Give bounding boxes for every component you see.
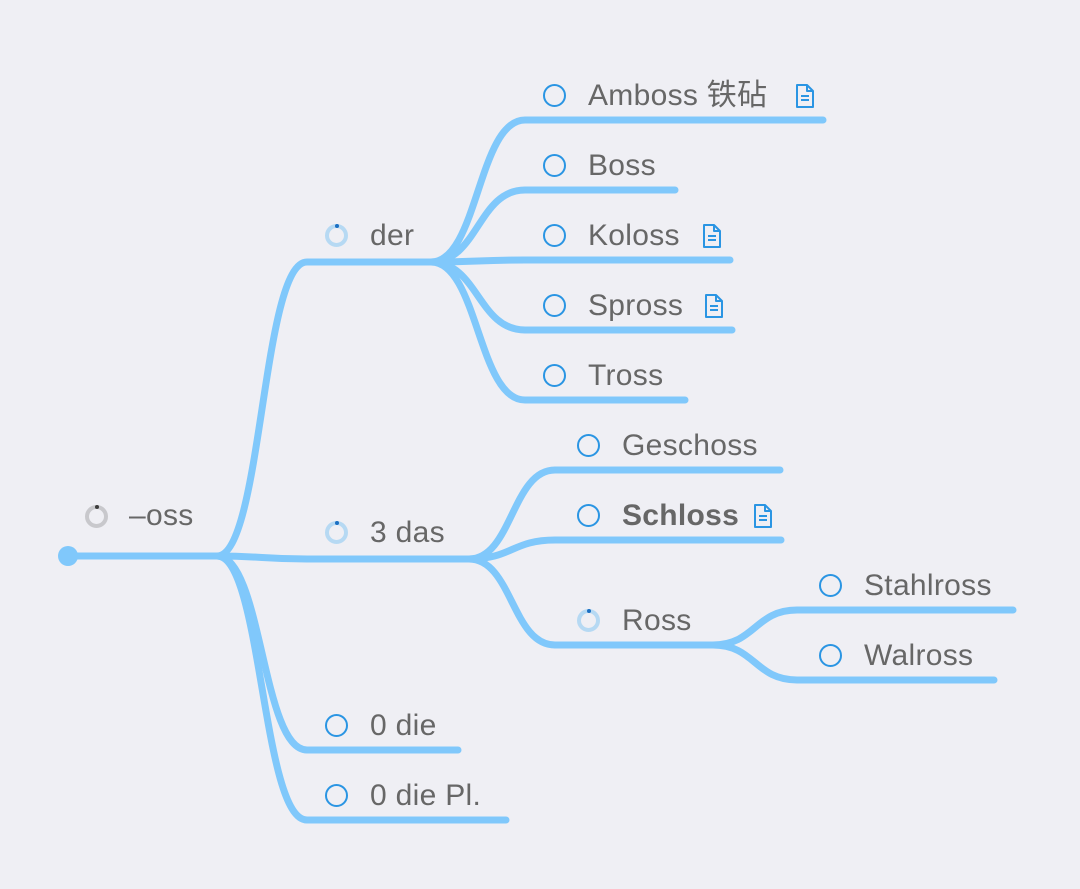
branch-die-pl (213, 552, 510, 824)
circle-icon[interactable] (325, 784, 348, 807)
node-die-label[interactable]: 0 die (370, 709, 437, 742)
node-der-label[interactable]: der (370, 219, 415, 252)
node-geschoss-label[interactable]: Geschoss (622, 429, 758, 462)
circle-icon[interactable] (819, 644, 842, 667)
branch-ross (465, 555, 717, 649)
branch-schloss (465, 536, 785, 563)
node-das-label[interactable]: 3 das (370, 516, 445, 549)
node-schloss-label[interactable]: Schloss (622, 499, 740, 532)
circle-icon[interactable] (577, 434, 600, 457)
circle-icon[interactable] (325, 714, 348, 737)
branch-koloss (427, 256, 734, 266)
node-koloss-label[interactable]: Koloss (588, 219, 680, 252)
node-ross-label[interactable]: Ross (622, 604, 692, 637)
node-stahlross-label[interactable]: Stahlross (864, 569, 992, 602)
circle-icon[interactable] (543, 84, 566, 107)
note-icon[interactable] (702, 224, 722, 248)
note-icon[interactable] (795, 84, 815, 108)
branch-der (213, 258, 435, 560)
progress-ring-icon (325, 224, 348, 247)
note-icon[interactable] (753, 504, 773, 528)
circle-icon[interactable] (543, 364, 566, 387)
progress-ring-icon (325, 521, 348, 544)
circle-icon[interactable] (543, 224, 566, 247)
branch-walross (709, 641, 998, 684)
node-die-pl-label[interactable]: 0 die Pl. (370, 779, 482, 812)
note-icon[interactable] (704, 294, 724, 318)
node-tross-label[interactable]: Tross (588, 359, 664, 392)
circle-icon[interactable] (543, 154, 566, 177)
circle-icon[interactable] (543, 294, 566, 317)
branch-tross (427, 258, 689, 404)
root-handle[interactable] (58, 546, 78, 566)
progress-ring-icon (577, 609, 600, 632)
progress-ring-icon (85, 505, 108, 528)
circle-icon[interactable] (577, 504, 600, 527)
node-spross-label[interactable]: Spross (588, 289, 684, 322)
node-boss-label[interactable]: Boss (588, 149, 656, 182)
branch-das (213, 552, 473, 563)
root-node-label[interactable]: –oss (129, 499, 194, 532)
circle-icon[interactable] (819, 574, 842, 597)
node-walross-label[interactable]: Walross (864, 639, 974, 672)
node-amboss-label[interactable]: Amboss 铁砧 (588, 79, 768, 112)
